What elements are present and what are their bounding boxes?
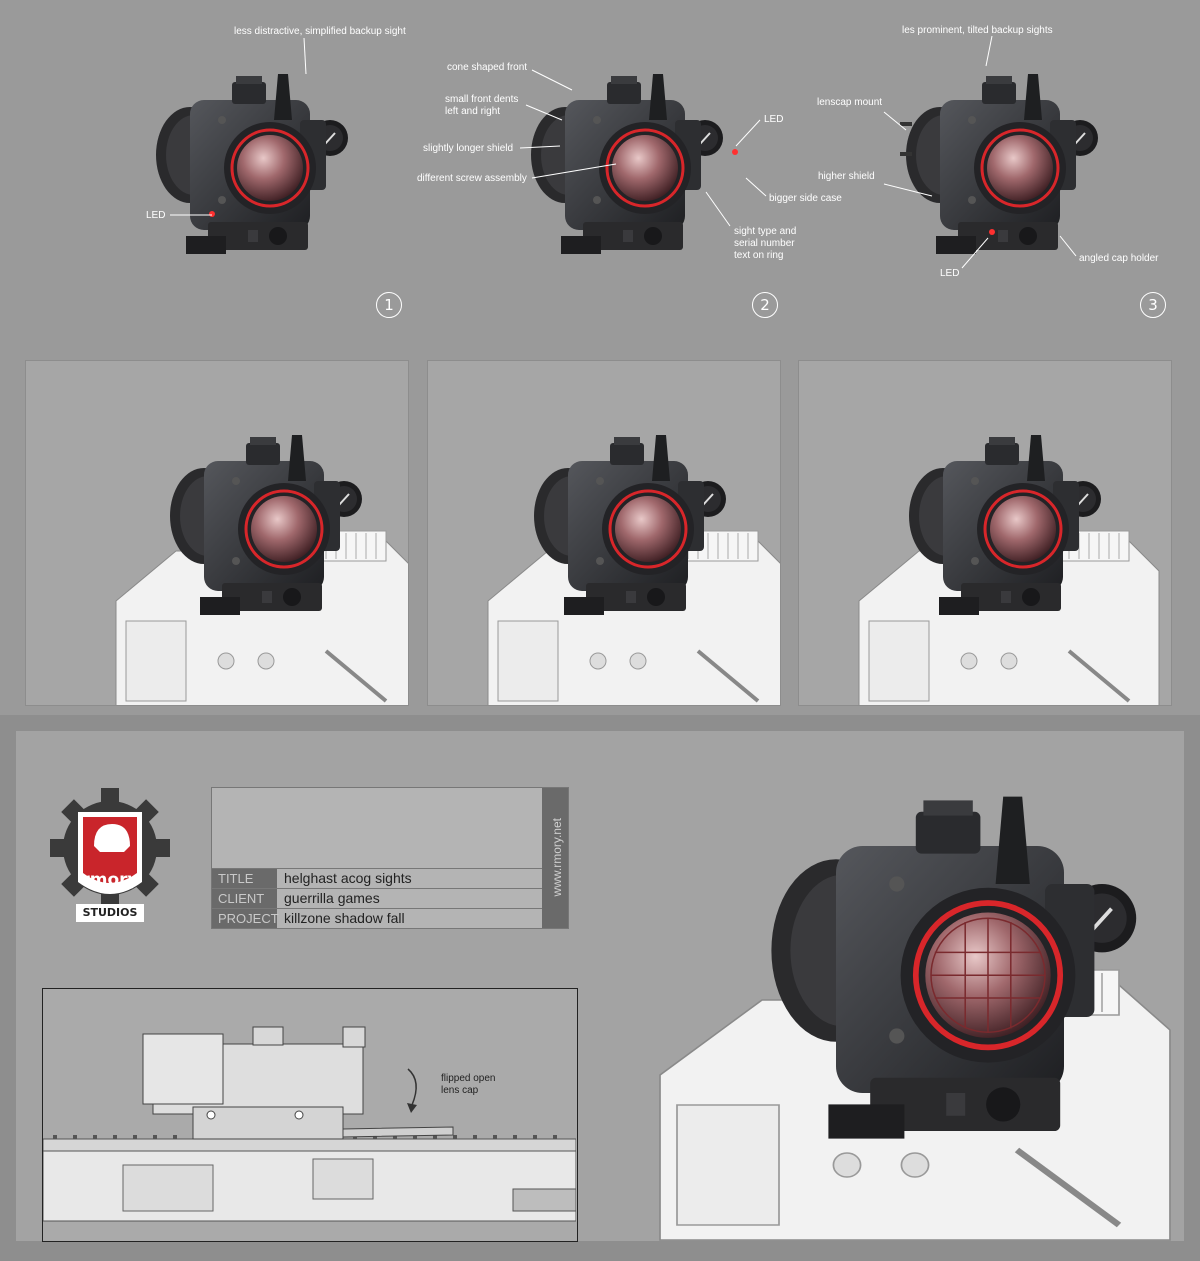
note-led-3: LED xyxy=(940,268,960,279)
note-sight-type: sight type and serial number text on rin… xyxy=(734,226,797,261)
render-1 xyxy=(114,433,418,713)
info-value: helghast acog sights xyxy=(284,870,412,886)
note-cone-front: cone shaped front xyxy=(447,62,528,73)
leader-line xyxy=(303,38,307,75)
info-row-client: CLIENT guerrilla games xyxy=(212,888,544,908)
render-panel-2 xyxy=(427,360,790,713)
note-flipped-cap: flipped open lens cap xyxy=(441,1073,496,1096)
logo-name: rmory xyxy=(81,870,139,890)
hero-render xyxy=(640,770,1184,1241)
title-block: TITLE helghast acog sights CLIENT guerri… xyxy=(211,787,569,929)
note-screw-assembly: different screw assembly xyxy=(417,173,527,184)
note-longer-shield: slightly longer shield xyxy=(423,143,514,154)
note-backup-sights-3: les prominent, tilted backup sights xyxy=(902,25,1053,36)
render-2 xyxy=(486,433,790,713)
render-panel-3 xyxy=(798,360,1172,713)
technical-drawing: flipped open lens cap xyxy=(42,988,578,1242)
leader-lines-2 xyxy=(520,69,767,227)
info-value: killzone shadow fall xyxy=(284,910,405,926)
info-row-title: TITLE helghast acog sights xyxy=(212,868,544,888)
website-text: www.rmory.net xyxy=(550,818,564,897)
leader-line xyxy=(170,214,212,216)
render-panel-1 xyxy=(25,360,418,713)
leader-lines-3 xyxy=(883,36,1077,269)
note-lenscap-mount: lenscap mount xyxy=(817,97,883,108)
sight-variant-1 xyxy=(154,72,350,256)
render-3 xyxy=(857,433,1161,713)
variant-number-3: 3 xyxy=(1140,292,1166,318)
note-led-2: LED xyxy=(764,114,784,125)
info-key: TITLE xyxy=(212,869,277,888)
note-side-case: bigger side case xyxy=(769,193,842,204)
gear-icon xyxy=(50,788,170,922)
info-row-project: PROJECT killzone shadow fall xyxy=(212,908,544,928)
note-front-dents: small front dents left and right xyxy=(445,94,519,117)
info-key: CLIENT xyxy=(212,889,277,908)
note-higher-shield: higher shield xyxy=(818,171,875,182)
variant-number-1: 1 xyxy=(376,292,402,318)
note-led-1: LED xyxy=(146,210,166,221)
info-value: guerrilla games xyxy=(284,890,380,906)
side-view-drawing xyxy=(42,1026,577,1222)
note-cap-holder: angled cap holder xyxy=(1079,253,1159,264)
note-backup-sight-1: less distractive, simplified backup sigh… xyxy=(234,26,406,37)
logo-sub: STUDIOS xyxy=(82,906,138,919)
variant-number-2: 2 xyxy=(752,292,778,318)
sight-variant-2 xyxy=(529,72,738,256)
sight-variant-3 xyxy=(900,72,1100,256)
studio-logo: rmory STUDIOS xyxy=(50,786,170,931)
website-strip: www.rmory.net xyxy=(542,788,568,928)
info-key: PROJECT xyxy=(212,909,279,928)
